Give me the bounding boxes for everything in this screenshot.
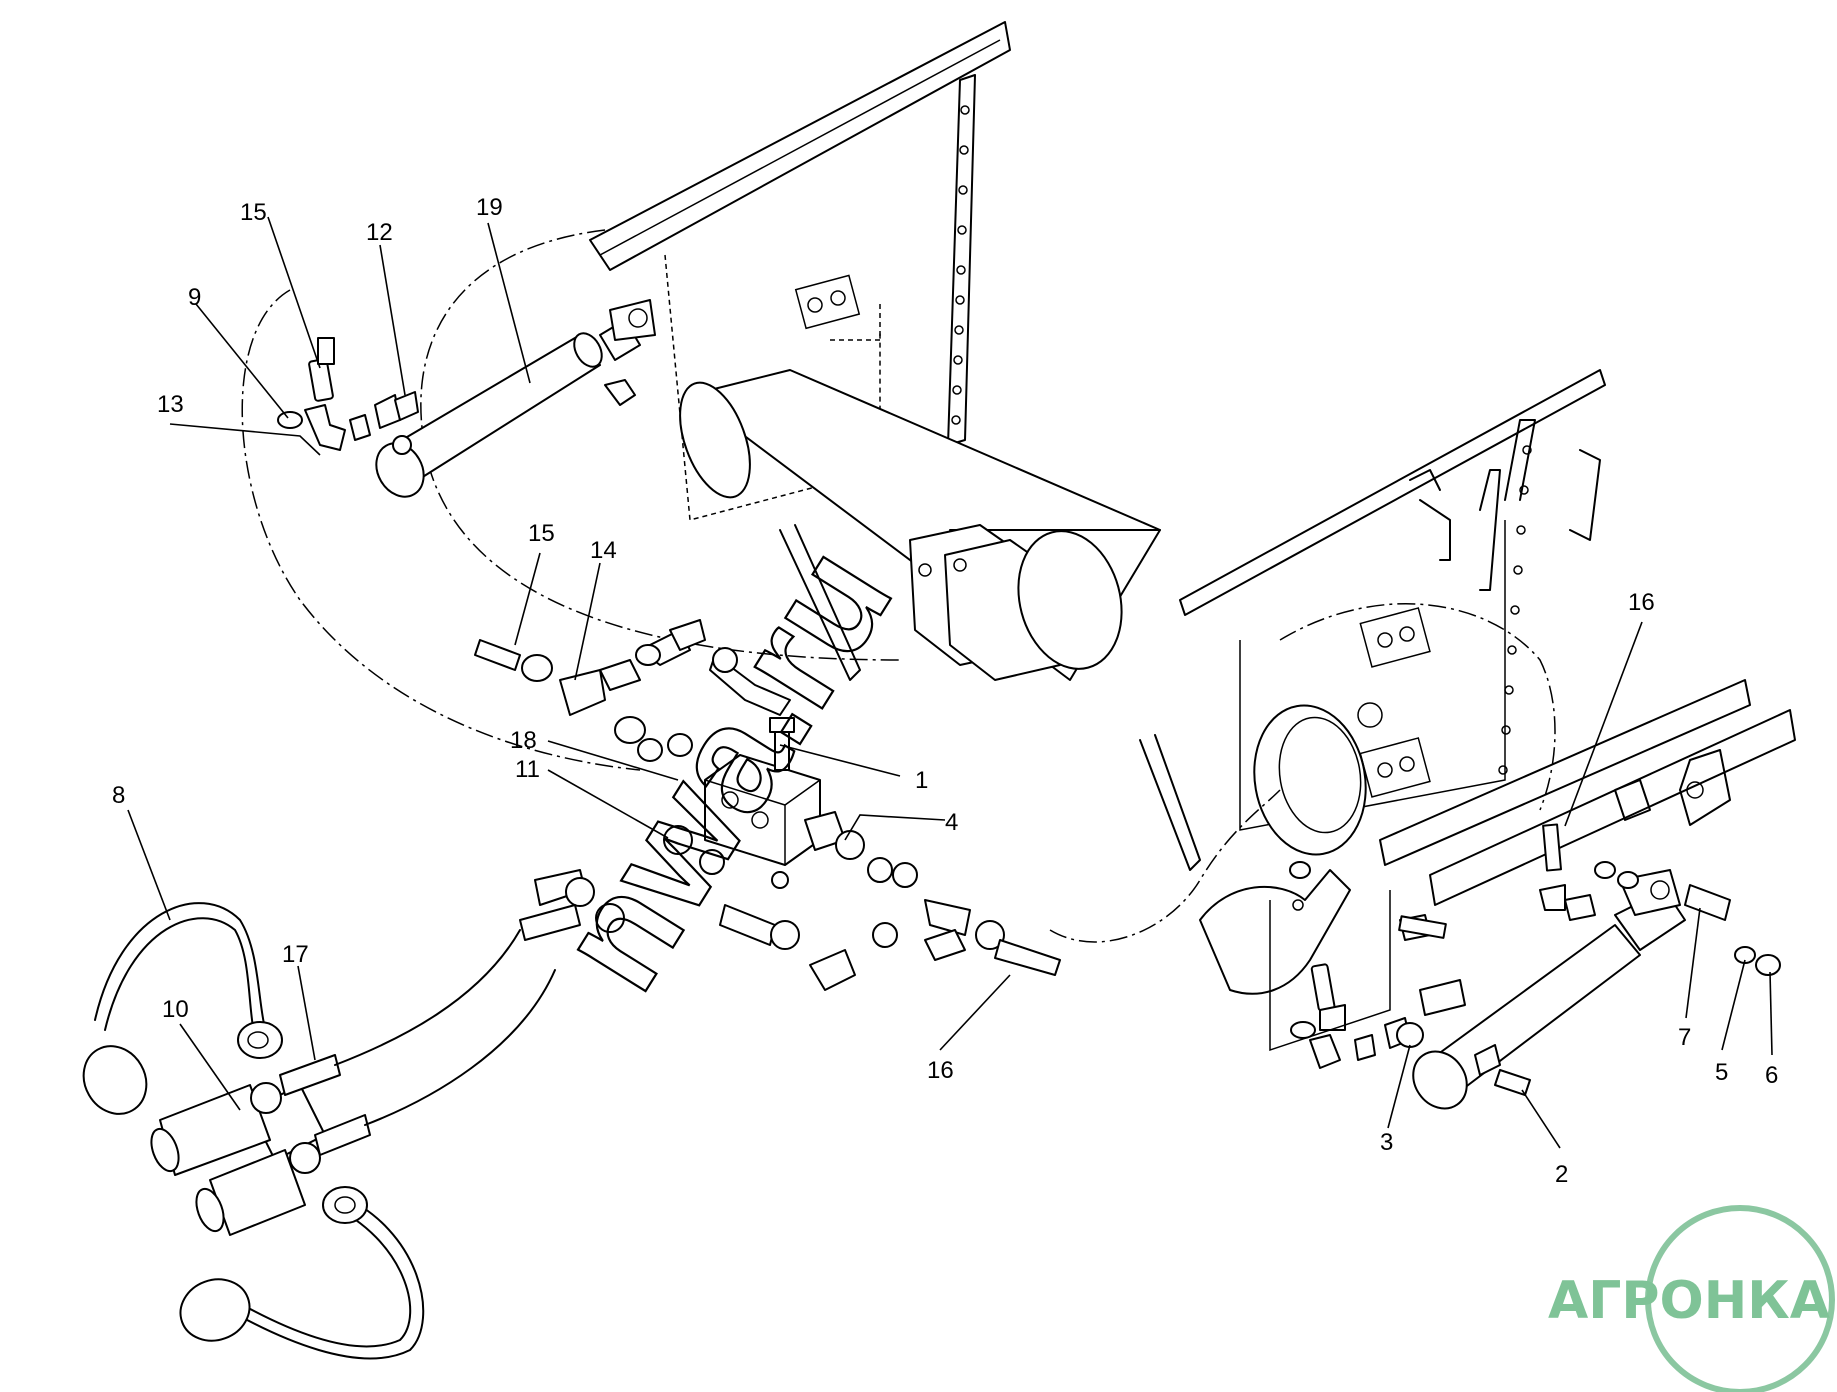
- callout-4: 4: [945, 809, 958, 836]
- callout-labels: 1 2 3 4 5 6 7 8 9 10 11 12 13 14 15 15 1…: [112, 194, 1778, 1188]
- callout-13: 13: [157, 391, 184, 418]
- callout-18: 18: [510, 727, 537, 754]
- callout-10: 10: [162, 996, 189, 1023]
- hydraulic-cylinder-right: [1412, 861, 1781, 1110]
- callout-12: 12: [366, 219, 393, 246]
- logo-text: АГРОНКА: [1548, 1271, 1830, 1331]
- callout-8: 8: [112, 782, 125, 809]
- perforation-holes-right: [1498, 445, 1532, 775]
- callout-16-lower: 16: [927, 1057, 954, 1084]
- callout-11: 11: [515, 756, 540, 783]
- callout-15-upper: 15: [240, 199, 267, 226]
- callout-15-lower: 15: [528, 520, 555, 547]
- callout-1: 1: [915, 767, 928, 794]
- callout-14: 14: [590, 537, 617, 564]
- callout-9: 9: [188, 284, 201, 311]
- callout-3: 3: [1380, 1129, 1393, 1156]
- watermark-text: nwa.ru: [525, 518, 924, 1017]
- callout-16-right: 16: [1628, 589, 1655, 616]
- quick-couplings: [150, 929, 556, 1236]
- callout-17: 17: [282, 941, 309, 968]
- hydraulic-cylinder-left: [375, 299, 656, 498]
- fittings-right-cylinder: [1290, 823, 1596, 1069]
- callout-6: 6: [1765, 1062, 1778, 1089]
- callout-2: 2: [1555, 1161, 1568, 1188]
- protective-cap-upper: [82, 902, 283, 1115]
- mounting-bracket-right: [1199, 861, 1447, 1052]
- protective-cap-lower: [179, 1186, 425, 1360]
- callout-leaders: [127, 216, 1773, 1149]
- logo-circle: [1645, 1205, 1835, 1392]
- hose-fittings-center: [474, 619, 1061, 991]
- fittings-left-cylinder: [277, 337, 419, 451]
- callout-7: 7: [1678, 1024, 1691, 1051]
- valve-block: [704, 717, 846, 889]
- callout-5: 5: [1715, 1059, 1728, 1086]
- brand-logo: АГРОНКА: [1548, 1205, 1835, 1392]
- callout-19: 19: [476, 194, 503, 221]
- perforation-holes-upper: [951, 105, 970, 425]
- machine-frame: [241, 21, 1796, 943]
